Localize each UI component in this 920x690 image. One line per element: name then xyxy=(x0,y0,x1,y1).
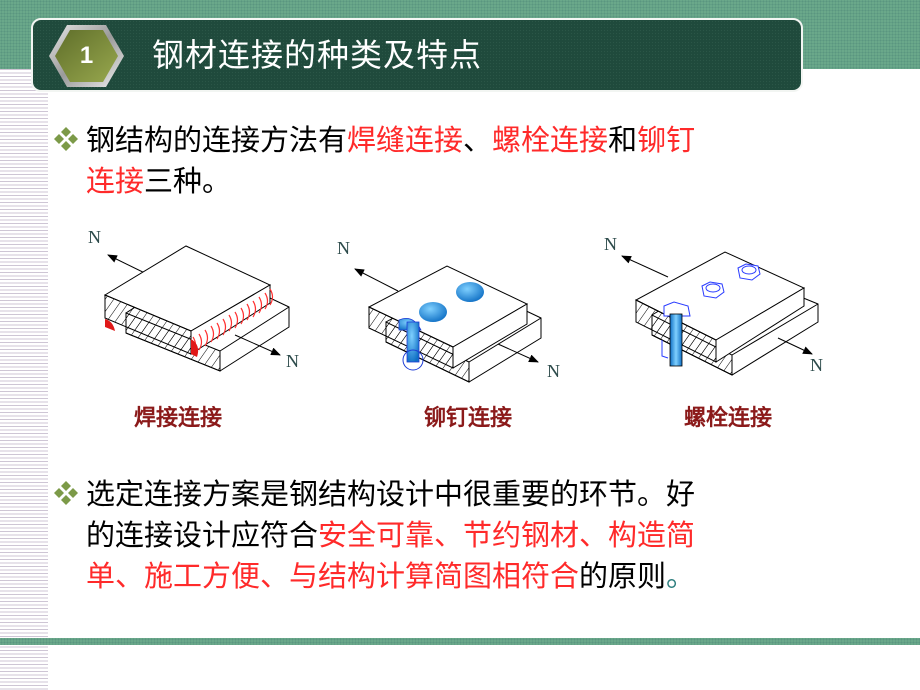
text-segment: 三种。 xyxy=(144,164,232,198)
weld-diagram-icon: N N xyxy=(88,227,299,372)
text-segment: 选定连接方案是钢结构设计中很重要的环节。好 xyxy=(86,477,696,511)
diamond-bullet-icon xyxy=(50,122,82,151)
text-bolt-connection: 螺栓连接 xyxy=(492,123,609,157)
svg-text:N: N xyxy=(810,355,823,375)
text-segment: 钢结构的连接方法有 xyxy=(86,123,348,157)
section-number: 1 xyxy=(79,42,94,69)
diamond-bullet-icon xyxy=(50,476,82,505)
svg-text:N: N xyxy=(337,238,350,258)
figure-label-rivet: 铆钉连接 xyxy=(423,406,512,431)
paragraph1-line2: 连接三种。 xyxy=(50,161,850,202)
slide-title: 钢材连接的种类及特点 xyxy=(152,36,483,74)
text-principles-emphasis: 安全可靠、节约钢材、构造简 xyxy=(318,518,696,552)
section-hexagon-icon xyxy=(48,23,125,89)
title-bar xyxy=(31,18,803,92)
paragraph-connection-methods: 钢结构的连接方法有焊缝连接、螺栓连接和铆钉 连接三种。 xyxy=(50,120,850,202)
svg-text:N: N xyxy=(547,361,560,381)
svg-text:N: N xyxy=(286,351,299,371)
bolt-diagram-icon: N N xyxy=(604,234,823,376)
text-principles-emphasis: 单、施工方便、与结构计算简图相符合 xyxy=(86,559,580,593)
paragraph2-line3: 单、施工方便、与结构计算简图相符合的原则。 xyxy=(50,556,850,597)
text-connection: 连接 xyxy=(86,164,145,198)
paragraph-design-principles: 选定连接方案是钢结构设计中很重要的环节。好 的连接设计应符合安全可靠、节约钢材、… xyxy=(50,474,850,597)
bottom-decor-band xyxy=(0,638,920,645)
text-rivet: 铆钉 xyxy=(637,123,696,157)
text-period: 。 xyxy=(666,559,696,593)
text-segment: 的原则 xyxy=(579,559,667,593)
svg-text:N: N xyxy=(88,227,101,247)
figure-weld-connection: N N xyxy=(80,225,320,385)
text-segment: 和 xyxy=(608,123,638,157)
figure-label-weld: 焊接连接 xyxy=(133,406,222,431)
figure-rivet-connection: N N xyxy=(333,232,573,387)
text-weld-connection: 焊缝连接 xyxy=(347,123,464,157)
figure-label-bolt: 螺栓连接 xyxy=(683,406,772,431)
paragraph1-line1: 钢结构的连接方法有焊缝连接、螺栓连接和铆钉 xyxy=(50,120,850,161)
left-decor-stripes xyxy=(0,69,48,690)
rivet-diagram-icon: N N xyxy=(337,238,560,383)
text-segment: 、 xyxy=(463,123,493,157)
paragraph2-line2: 的连接设计应符合安全可靠、节约钢材、构造简 xyxy=(50,515,850,556)
figure-bolt-connection: N N xyxy=(600,230,840,385)
svg-text:N: N xyxy=(604,234,617,254)
text-segment: 的连接设计应符合 xyxy=(86,518,319,552)
paragraph2-line1: 选定连接方案是钢结构设计中很重要的环节。好 xyxy=(50,474,850,515)
